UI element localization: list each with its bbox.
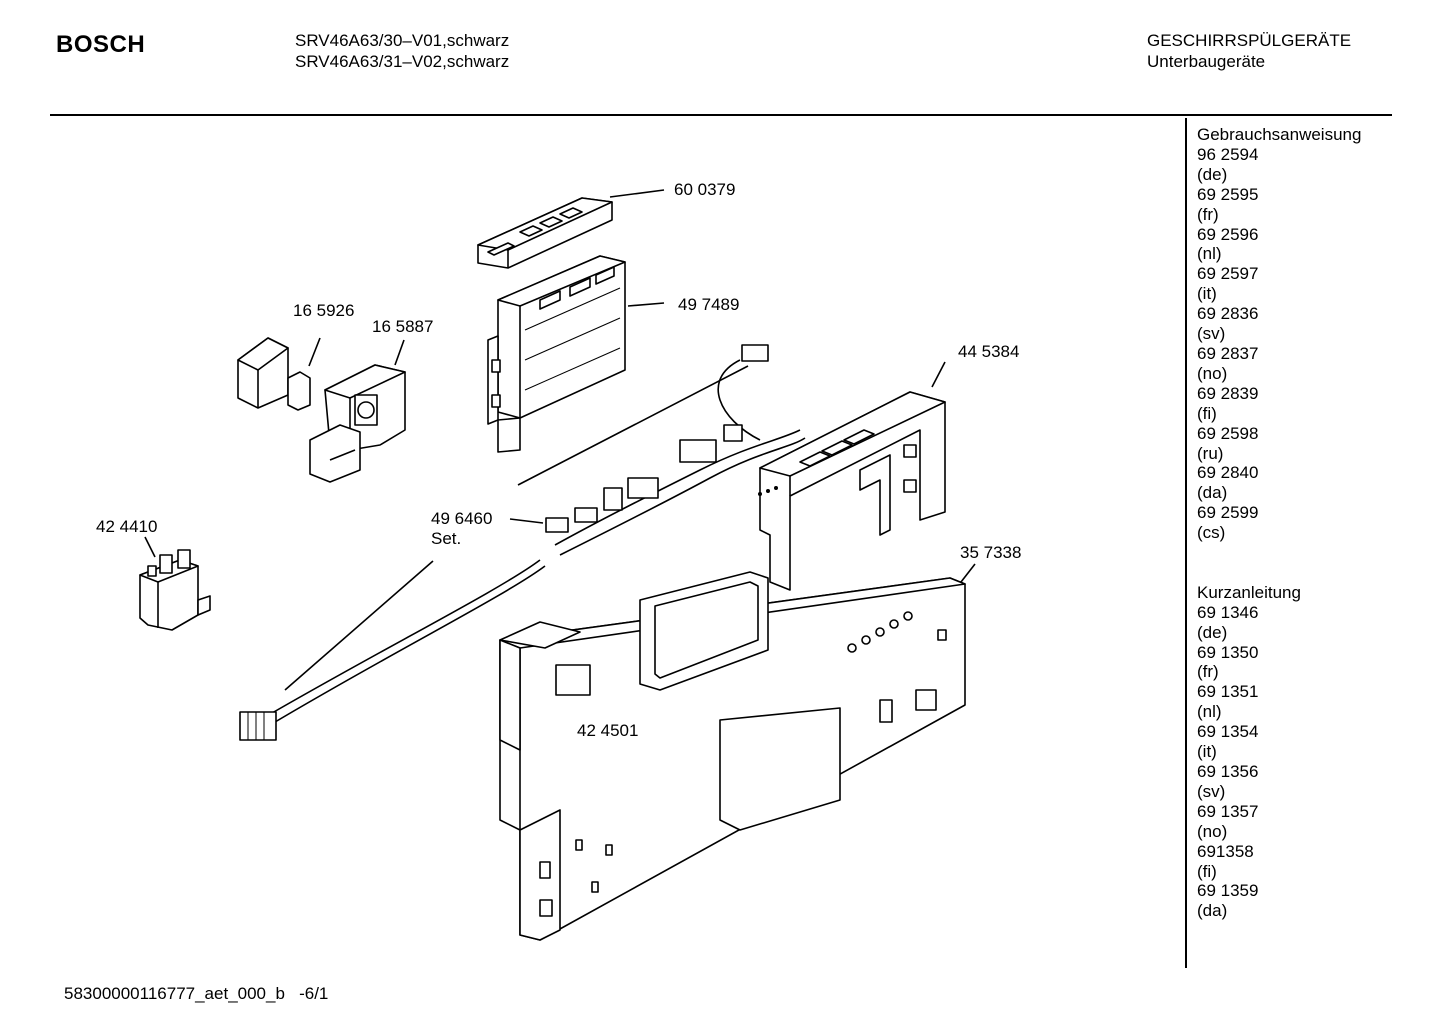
manual-number: 69 2598: [1197, 423, 1259, 443]
part-relay-block: [139, 549, 211, 631]
leader-lines: [144, 189, 976, 719]
part-clip-cover: [237, 337, 311, 411]
part-control-module: [487, 255, 626, 453]
footer-doc-id: 58300000116777_aet_000_b: [64, 984, 285, 1003]
part-label-inner-panel: 35 7338: [960, 543, 1022, 562]
manual-lang: (fr): [1197, 204, 1219, 224]
manuals-title: Gebrauchsanweisung: [1197, 125, 1362, 144]
part-label-cable-harness: 49 6460: [431, 509, 493, 528]
category-title: GESCHIRRSPÜLGERÄTE: [1147, 31, 1352, 50]
quick-guide-lang: (fr): [1197, 662, 1219, 682]
manual-number: 69 2597: [1197, 264, 1259, 284]
model-line-1: SRV46A63/30–V01,schwarz: [295, 31, 510, 50]
quick-guide-number: 69 1346: [1197, 602, 1259, 622]
part-cable-harness: [239, 344, 806, 741]
part-label-control-panel: 44 5384: [958, 342, 1020, 361]
quick-guide-number: 691358: [1197, 841, 1254, 861]
quick-guide-number: 69 1350: [1197, 642, 1259, 662]
part-inner-panel: [499, 571, 966, 941]
manual-lang: (da): [1197, 483, 1228, 503]
quick-guides-title: Kurzanleitung: [1197, 582, 1301, 602]
manual-lang: (fi): [1197, 403, 1217, 423]
quick-guide-number: 69 1359: [1197, 881, 1259, 901]
manual-lang: (de): [1197, 164, 1228, 184]
quick-guide-lang: (de): [1197, 622, 1228, 642]
quick-guide-number: 69 1354: [1197, 722, 1259, 742]
quick-guide-lang: (sv): [1197, 781, 1226, 801]
quick-guide-lang: (fi): [1197, 861, 1217, 881]
manual-number: 69 2596: [1197, 224, 1259, 244]
part-control-panel: [758, 391, 946, 591]
sidebar-divider: [1185, 118, 1187, 968]
manual-number: 69 2599: [1197, 503, 1259, 523]
part-label-switch-holder: 16 5887: [372, 317, 434, 336]
manual-number: 96 2594: [1197, 144, 1259, 164]
model-line-2: SRV46A63/31–V02,schwarz: [295, 52, 510, 71]
documentation-list: Gebrauchsanweisung 96 2594 (de) 69 2595 …: [1197, 125, 1361, 961]
quick-guide-lang: (nl): [1197, 702, 1222, 722]
part-label-control-module: 49 7489: [678, 295, 740, 314]
category-subtitle: Unterbaugeräte: [1147, 52, 1266, 71]
manual-number: 69 2837: [1197, 343, 1259, 363]
manual-number: 69 2836: [1197, 304, 1259, 324]
manual-lang: (no): [1197, 363, 1228, 383]
part-switch-holder: [309, 364, 406, 483]
part-label-small-module: 42 4501: [577, 721, 639, 740]
footer-doc-ref: 58300000116777_aet_000_b -6/1: [64, 984, 328, 1004]
manual-lang: (nl): [1197, 244, 1222, 264]
quick-guide-number: 69 1357: [1197, 801, 1259, 821]
quick-guide-lang: (no): [1197, 821, 1228, 841]
part-label-clip-cover: 16 5926: [293, 301, 355, 320]
model-list: SRV46A63/30–V01,schwarz SRV46A63/31–V02,…: [295, 30, 509, 72]
part-control-keys: [477, 197, 613, 269]
manual-number: 69 2840: [1197, 463, 1259, 483]
header-divider: [50, 114, 1392, 116]
part-label-control-keys: 60 0379: [674, 180, 736, 199]
quick-guide-lang: (da): [1197, 901, 1228, 921]
category-block: GESCHIRRSPÜLGERÄTE Unterbaugeräte: [1147, 30, 1351, 72]
manual-lang: (cs): [1197, 523, 1226, 543]
quick-guide-number: 69 1356: [1197, 761, 1259, 781]
part-label-cable-harness-note: Set.: [431, 529, 462, 548]
quick-guide-lang: (it): [1197, 742, 1217, 762]
manual-number: 69 2839: [1197, 383, 1259, 403]
brand-logo: BOSCH: [56, 31, 146, 58]
manual-lang: (sv): [1197, 324, 1226, 344]
quick-guides-group: Kurzanleitung 69 1346 (de) 69 1350 (fr) …: [1197, 583, 1361, 921]
exploded-view-diagram: [139, 189, 976, 941]
manual-number: 69 2595: [1197, 184, 1259, 204]
manual-lang: (it): [1197, 284, 1217, 304]
footer-page: -6/1: [299, 984, 329, 1003]
part-label-relay-block: 42 4410: [96, 517, 158, 536]
manuals-group: Gebrauchsanweisung 96 2594 (de) 69 2595 …: [1197, 125, 1361, 543]
manual-lang: (ru): [1197, 443, 1224, 463]
quick-guide-number: 69 1351: [1197, 682, 1259, 702]
